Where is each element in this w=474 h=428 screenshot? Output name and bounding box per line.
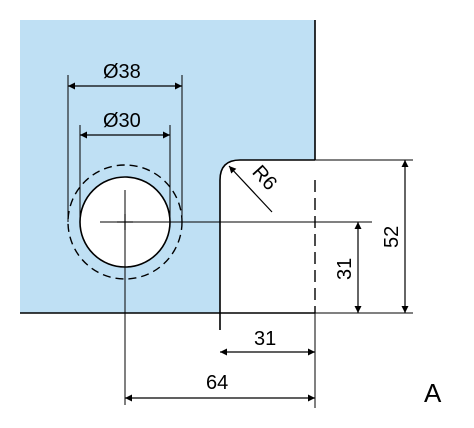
dim-label-notch-width: 31	[254, 328, 276, 350]
dim-label-radius: R6	[248, 161, 281, 195]
dim-label-outer-diameter: Ø38	[103, 61, 141, 83]
dim-label-height-total: 52	[381, 226, 403, 248]
dim-label-hole-center-height: 31	[334, 258, 356, 280]
radius-leader	[228, 165, 273, 213]
dim-label-hole-center-offset: 64	[206, 372, 228, 394]
view-label: A	[424, 378, 442, 408]
glass-panel	[20, 20, 315, 313]
dim-label-inner-diameter: Ø30	[103, 110, 141, 132]
notch-outline	[219, 159, 315, 330]
